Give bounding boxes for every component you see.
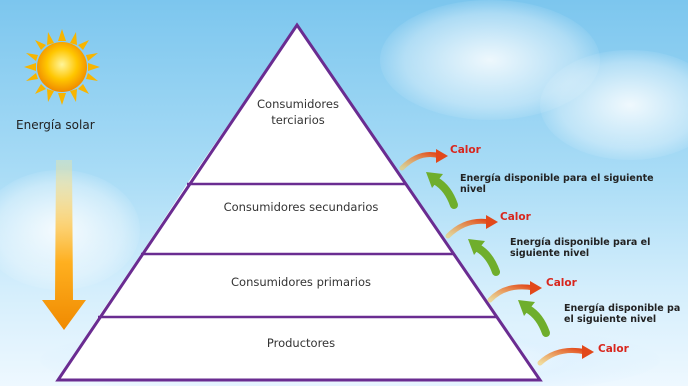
- energy-label-line: nivel: [460, 184, 486, 195]
- level-label-line: terciarios: [271, 113, 325, 127]
- heat-label: Calor: [546, 277, 577, 289]
- energy-label-line: Energía disponible pa: [564, 303, 681, 314]
- level-label-tertiary: Consumidores terciarios: [236, 96, 360, 128]
- level-label-secondary: Consumidores secundarios: [223, 200, 379, 214]
- level-label-line: Consumidores: [257, 97, 339, 111]
- cloud: [540, 50, 688, 160]
- solar-energy-arrow: [42, 160, 86, 330]
- level-label-producers: Productores: [266, 336, 336, 350]
- energy-label-line: el siguiente nivel: [564, 314, 657, 325]
- energy-label-line: Energía disponible para el: [510, 237, 651, 248]
- heat-label: Calor: [450, 144, 481, 156]
- heat-arrow-icon: [537, 345, 594, 366]
- energy-available-label: Energía disponible para el siguiente niv…: [460, 173, 675, 195]
- pyramid-level-3: [98, 254, 496, 317]
- heat-arrow-icon: [487, 281, 542, 303]
- energy-available-label: Energía disponible pa el siguiente nivel: [564, 303, 688, 325]
- energy-label-line: Energía disponible para el siguiente: [460, 173, 654, 184]
- pyramid-outline: [55, 22, 543, 382]
- energy-transfer-arrow-icon: [518, 300, 550, 337]
- energy-available-label: Energía disponible para el siguiente niv…: [510, 237, 680, 259]
- energy-transfer-arrow-icon: [468, 239, 500, 276]
- energy-transfer-arrow-icon: [426, 172, 458, 209]
- pyramid-apex-level: [187, 25, 406, 184]
- pyramid-level-2: [141, 184, 453, 254]
- level-label-primary: Consumidores primarios: [231, 275, 371, 289]
- heat-arrow-icon: [445, 215, 498, 239]
- energy-label-line: siguiente nivel: [510, 248, 590, 259]
- heat-label: Calor: [598, 343, 629, 355]
- sun-icon: [24, 29, 100, 105]
- heat-arrow-icon: [399, 149, 448, 171]
- heat-label: Calor: [500, 211, 531, 223]
- trophic-pyramid: [55, 22, 543, 382]
- pyramid-level-4: [58, 317, 540, 380]
- solar-energy-label: Energía solar: [16, 118, 95, 132]
